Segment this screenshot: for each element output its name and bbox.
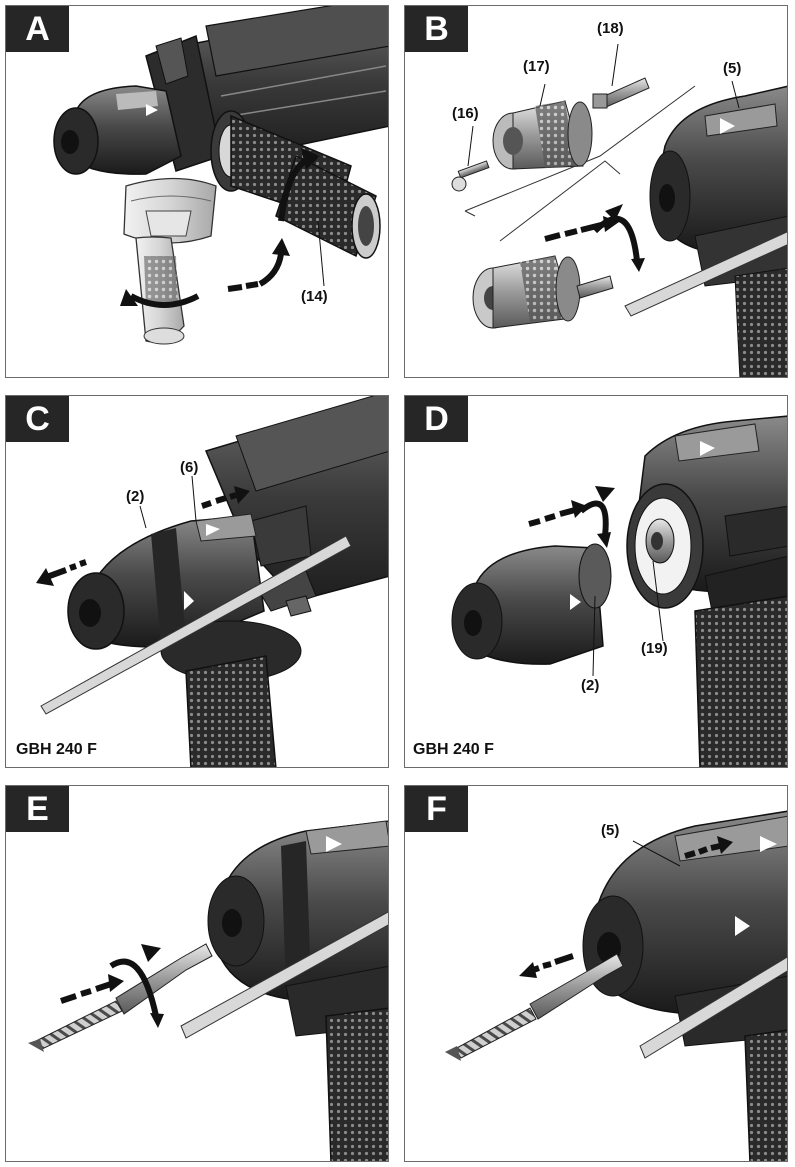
callout-18: (18)	[597, 20, 624, 37]
model-label: GBH 240 F	[16, 741, 97, 758]
panel-a: A (14)	[5, 5, 389, 378]
panel-c: C (2) (6) GBH 240 F	[5, 395, 389, 768]
panel-e-letter: E	[6, 786, 69, 832]
panel-b-letter: B	[405, 6, 468, 52]
panel-f-letter: F	[405, 786, 468, 832]
panel-d-letter: D	[405, 396, 468, 442]
callout-5: (5)	[723, 60, 742, 77]
panel-e: E	[5, 785, 389, 1162]
callout-19: (19)	[641, 640, 668, 657]
callout-5: (5)	[601, 822, 620, 839]
panel-f: F (5)	[404, 785, 788, 1162]
callout-2: (2)	[126, 488, 145, 505]
adapter-shank-part	[592, 77, 650, 109]
callout-17: (17)	[523, 58, 550, 75]
panel-c-letter: C	[6, 396, 69, 442]
keyed-chuck-illustration	[451, 43, 787, 377]
callout-14: (14)	[301, 288, 328, 305]
panel-b: B (16) (17) (18) (5)	[404, 5, 788, 378]
callout-2: (2)	[581, 677, 600, 694]
insert-tool-illustration	[28, 820, 388, 1161]
quick-change-chuck-illustration	[451, 415, 787, 767]
chuck-removal-illustration	[36, 396, 388, 767]
assembled-chuck	[472, 255, 614, 329]
model-label: GBH 240 F	[413, 741, 494, 758]
callout-6: (6)	[180, 459, 199, 476]
callout-16: (16)	[452, 105, 479, 122]
release-tool-illustration	[445, 810, 787, 1161]
drill-chuck-part	[492, 100, 593, 170]
panel-d: D (19) (2) GBH 240 F	[404, 395, 788, 768]
panel-a-letter: A	[6, 6, 69, 52]
screw-part	[451, 160, 490, 192]
auxiliary-handle-illustration	[53, 6, 388, 345]
